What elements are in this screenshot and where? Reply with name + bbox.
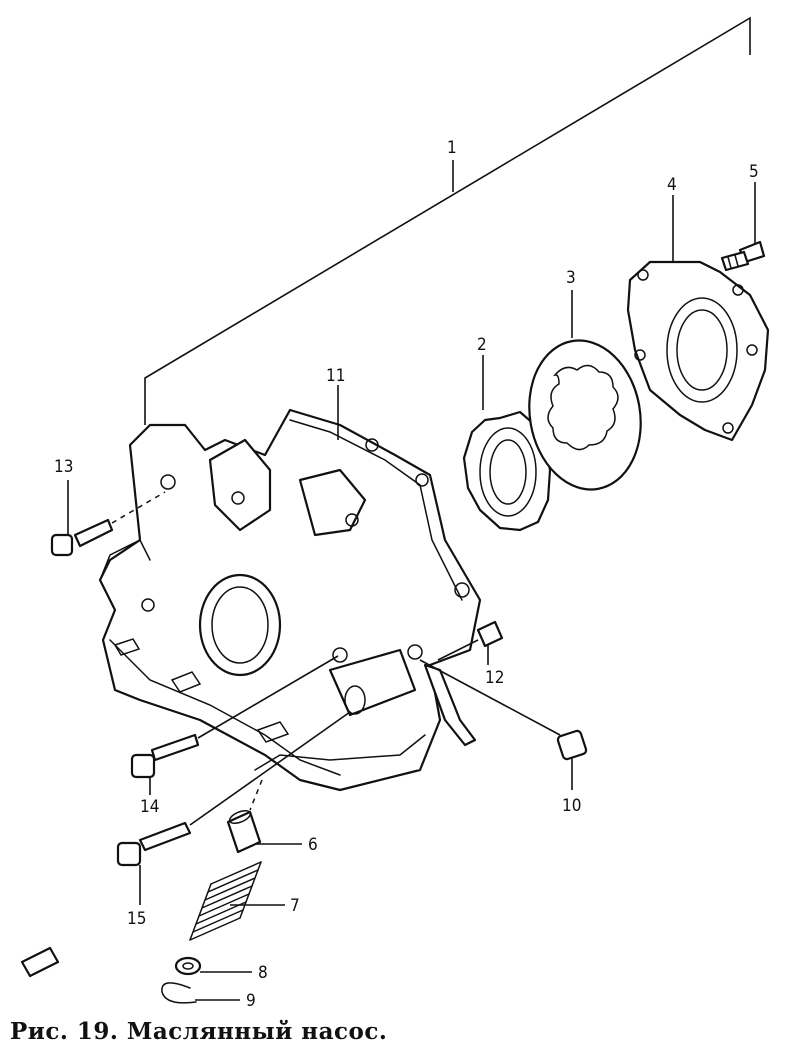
- plug-10: [419, 659, 588, 761]
- relief-valve-piston: [226, 779, 263, 854]
- pump-body: [98, 408, 482, 792]
- washer-8: [174, 956, 202, 976]
- callout-14: 14: [140, 797, 159, 817]
- bolt-14: [130, 655, 339, 779]
- callout-15: 15: [127, 909, 146, 929]
- bolt-15: [116, 711, 351, 867]
- callout-4: 4: [667, 175, 677, 195]
- callout-10: 10: [562, 796, 581, 816]
- callout-9: 9: [246, 991, 256, 1011]
- figure-caption: Рис. 19. Маслянный насос.: [10, 1018, 388, 1045]
- callout-13: 13: [54, 457, 73, 477]
- callout-2: 2: [477, 335, 487, 355]
- callout-6: 6: [308, 835, 318, 855]
- relief-valve-spring: [189, 861, 262, 941]
- leader-lines: [67, 182, 756, 1001]
- callout-3: 3: [566, 268, 576, 288]
- bolt-13: [50, 491, 166, 557]
- callout-11: 11: [326, 366, 345, 386]
- callout-1: 1: [447, 138, 457, 158]
- cover-screw: [720, 240, 766, 272]
- oil-pump-exploded-diagram: FWD 1 2 3 4 5 6 7 8 9 10 11 12 13 14 15: [20, 16, 770, 1011]
- callout-12: 12: [485, 668, 504, 688]
- callout-8: 8: [258, 963, 268, 983]
- circlip-9: [161, 982, 197, 1004]
- forward-arrow-icon: FWD: [20, 946, 60, 978]
- assembly-bracket: [144, 16, 751, 425]
- inner-rotor: [528, 339, 642, 491]
- callout-labels: 1 2 3 4 5 6 7 8 9 10 11 12 13 14 15: [54, 138, 759, 1011]
- pump-cover-plate: [626, 260, 770, 442]
- dowel-pin-12: [437, 620, 504, 661]
- callout-5: 5: [749, 162, 759, 182]
- callout-7: 7: [290, 896, 300, 916]
